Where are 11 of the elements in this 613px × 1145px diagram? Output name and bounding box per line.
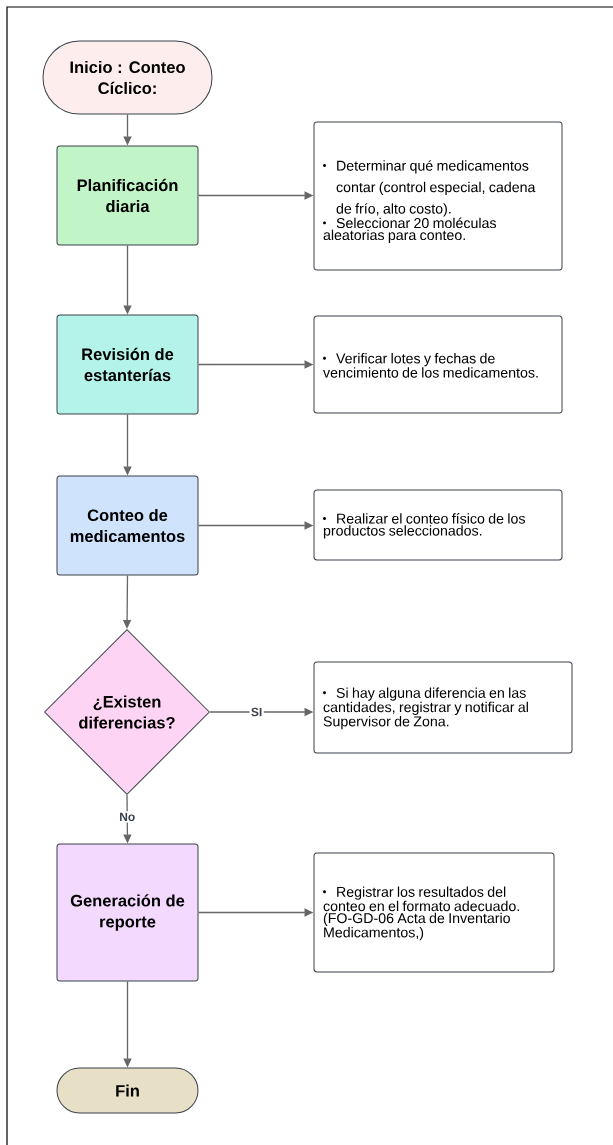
process-box: Revisión de estanterías <box>56 314 199 415</box>
note-box: Registrar los resultados del conteo en el formato adecuado. (FO-GD-06 Acta de Inventario Medicamentos,) <box>313 852 555 973</box>
edge-label: No <box>120 812 135 822</box>
note-box: Determinar qué medicamentos contar (control especial, cadena de frío, alto costo). Seleccionar 20 moléculas aleatorias para conteo. <box>313 121 563 271</box>
note-box: Si hay alguna diferencia en las cantidades, registrar y notificar al Supervisor de Zona. <box>313 661 573 754</box>
process-box: Conteo de medicamentos <box>56 475 199 576</box>
process-box: Planificación diaria <box>56 145 199 246</box>
edge-label: SI <box>251 707 262 717</box>
note-box: Verificar lotes y fechas de vencimiento de los medicamentos. <box>313 315 563 414</box>
process-box: Generación de reporte <box>56 843 199 982</box>
note-box: Realizar el conteo físico de los productos seleccionados. <box>313 489 563 561</box>
